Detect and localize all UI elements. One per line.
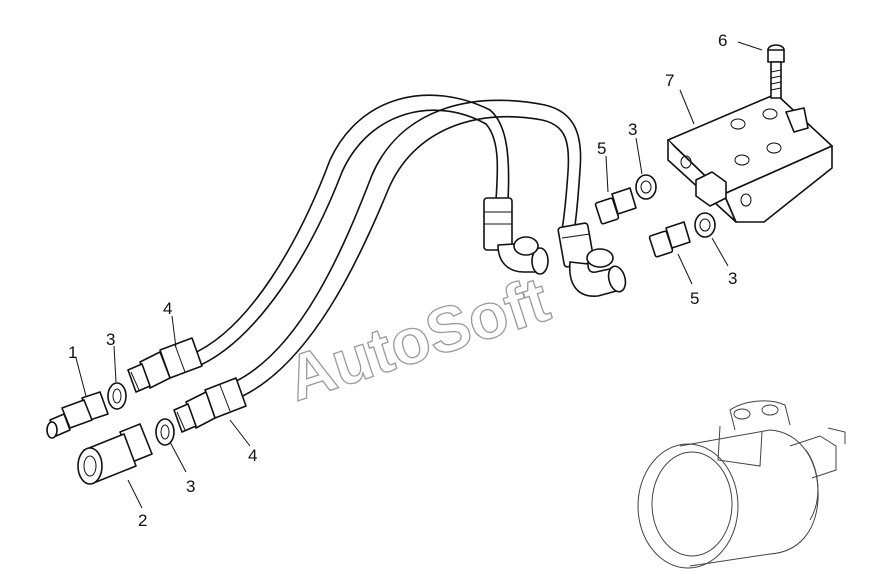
part-3-washer-left-bottom [155,418,175,446]
callout-7: 7 [665,71,674,90]
hose-sleeve-upper [127,337,203,393]
hose-upper [189,94,510,369]
hose-fitting-elbow-right [557,222,627,297]
callout-2: 2 [138,511,147,530]
callouts: 1 3 4 2 3 4 5 3 5 3 6 7 [68,31,737,530]
leader-lines [75,41,763,509]
callout-3d: 3 [728,269,737,288]
callout-3a: 3 [106,330,115,349]
part-7-valve-block [667,93,833,223]
part-5-adapter-top [594,187,637,225]
callout-3b: 3 [186,477,195,496]
callout-5b: 5 [690,289,699,308]
callout-3c: 3 [628,120,637,139]
watermark-text: AutoSoft [278,263,557,415]
part-2-female-coupler [77,423,153,485]
part-3-washer-right-top [635,174,657,200]
part-1-male-coupler [46,391,109,439]
part-3-washer-left-top [107,382,127,410]
callout-6: 6 [718,31,727,50]
callout-5a: 5 [597,139,606,158]
callout-1: 1 [68,343,77,362]
hose-lower [227,99,582,400]
hydraulic-motor-sketch [637,400,846,569]
callout-4a: 4 [163,299,172,318]
hose-sleeve-lower [173,377,247,433]
callout-4b: 4 [248,446,257,465]
part-5-adapter-bottom [648,221,691,258]
part-3-washer-right-bottom [694,212,716,238]
hose-fitting-elbow-left [483,197,549,275]
part-6-bolt [767,44,785,99]
